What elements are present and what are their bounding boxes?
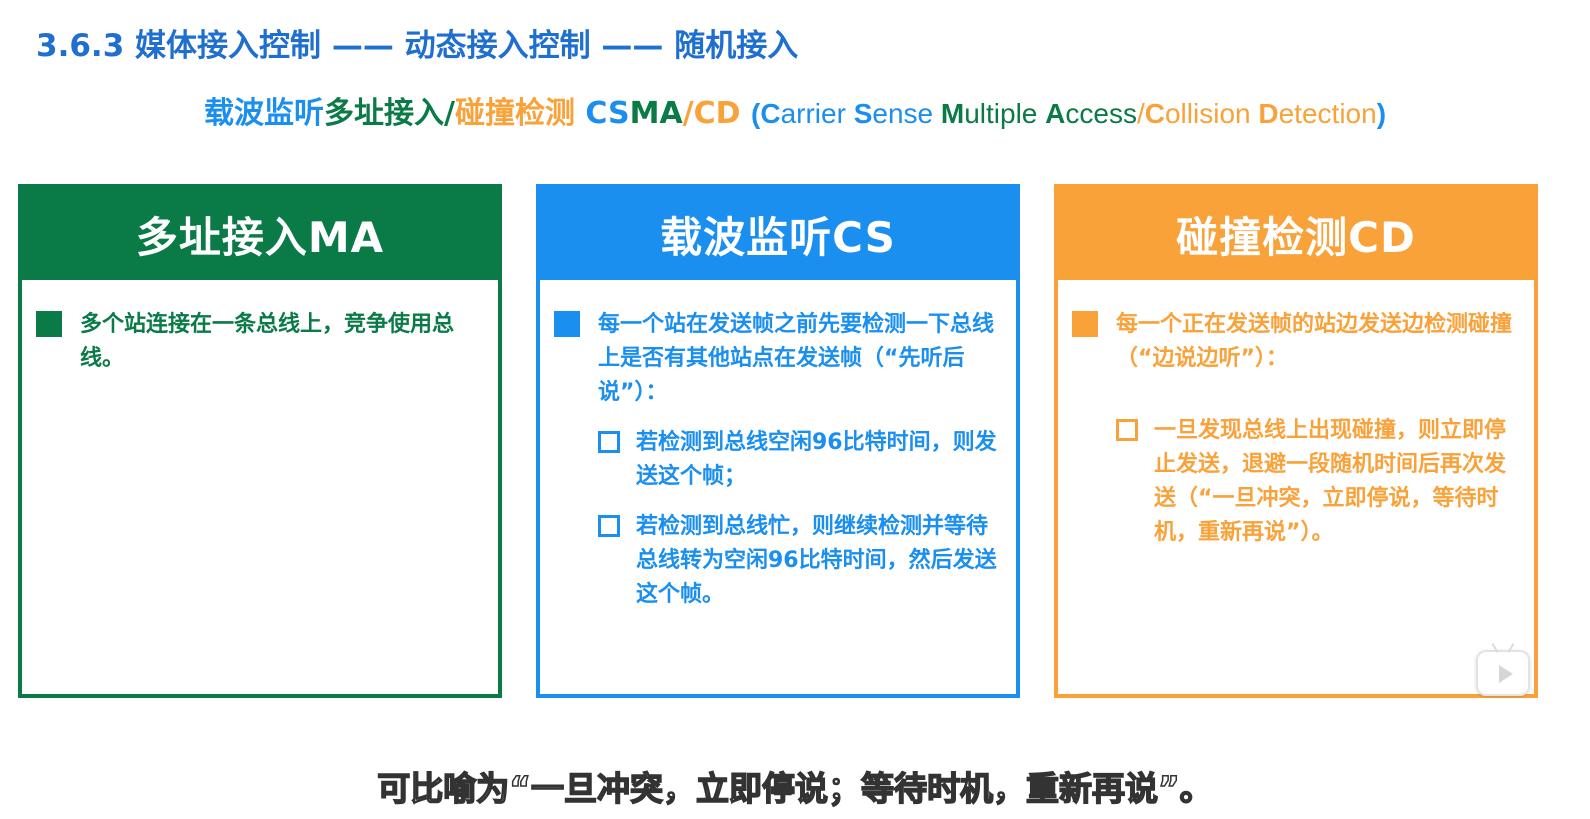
filled-square-bullet-icon — [1072, 311, 1098, 337]
subtitle-slash: / — [682, 96, 694, 131]
slide-title: 3.6.3 媒体接入控制 —— 动态接入控制 —— 随机接入 — [36, 28, 799, 64]
subtitle-word: etection — [1278, 98, 1377, 129]
bullet-text: 多个站连接在一条总线上，竞争使用总线。 — [80, 312, 455, 371]
card-multiple-access: 多址接入MA 多个站连接在一条总线上，竞争使用总线。 — [18, 184, 502, 698]
subtitle-abbr-cs: CS — [585, 96, 630, 131]
hollow-square-bullet-icon — [598, 431, 620, 453]
subtitle-cn-cs: 载波监听 — [203, 96, 324, 131]
bullet-item: 每一个正在发送帧的站边发送边检测碰撞（“边说边听”）： — [1072, 308, 1520, 376]
card-header: 碰撞检测CD — [1058, 188, 1534, 280]
subtitle-abbr-ma: MA — [629, 96, 683, 131]
slide-subtitle: 载波监听多址接入/碰撞检测 CSMA/CD (Carrier Sense Mul… — [0, 88, 1590, 132]
subtitle-word: ense — [872, 98, 941, 129]
subtitle-slash: / — [1136, 98, 1145, 129]
card-body: 多个站连接在一条总线上，竞争使用总线。 — [22, 280, 498, 376]
subtitle-letter: M — [940, 98, 965, 129]
card-body: 每一个站在发送帧之前先要检测一下总线上是否有其他站点在发送帧（“先听后说”）： … — [540, 280, 1016, 612]
subtitle-cn-cd: 碰撞检测 — [454, 96, 575, 131]
sub-bullet-item: 若检测到总线空闲96比特时间，则发送这个帧； — [598, 426, 1002, 494]
video-caption: 可比喻为“一旦冲突，立即停说；等待时机，重新再说”。 — [377, 768, 1214, 809]
subtitle-word: arrier — [780, 98, 854, 129]
subtitle-letter: C — [1144, 98, 1165, 129]
filled-square-bullet-icon — [554, 311, 580, 337]
bullet-text: 每一个正在发送帧的站边发送边检测碰撞（“边说边听”）： — [1116, 312, 1513, 371]
subtitle-word: ultiple — [964, 98, 1046, 129]
card-header: 多址接入MA — [22, 188, 498, 280]
subtitle-slash: / — [443, 96, 455, 131]
play-icon — [1499, 665, 1513, 683]
sub-bullet-text: 若检测到总线空闲96比特时间，则发送这个帧； — [636, 430, 997, 489]
subtitle-word: ccess — [1065, 98, 1137, 129]
subtitle-paren: ) — [1376, 98, 1387, 129]
bullet-item: 每一个站在发送帧之前先要检测一下总线上是否有其他站点在发送帧（“先听后说”）： — [554, 308, 1002, 410]
card-carrier-sense: 载波监听CS 每一个站在发送帧之前先要检测一下总线上是否有其他站点在发送帧（“先… — [536, 184, 1020, 698]
card-header: 载波监听CS — [540, 188, 1016, 280]
subtitle-letter: C — [760, 98, 781, 129]
subtitle-english: (Carrier Sense Multiple Access/Collision… — [751, 98, 1386, 129]
subtitle-abbr-cd: CD — [693, 96, 741, 131]
hollow-square-bullet-icon — [1116, 419, 1138, 441]
subtitle-word: ollision — [1164, 98, 1259, 129]
hollow-square-bullet-icon — [598, 515, 620, 537]
subtitle-cn-ma: 多址接入 — [323, 96, 444, 131]
subtitle-letter: A — [1045, 98, 1066, 129]
bullet-item: 多个站连接在一条总线上，竞争使用总线。 — [36, 308, 484, 376]
card-collision-detection: 碰撞检测CD 每一个正在发送帧的站边发送边检测碰撞（“边说边听”）： 一旦发现总… — [1054, 184, 1538, 698]
sub-bullet-item: 若检测到总线忙，则继续检测并等待总线转为空闲96比特时间，然后发送这个帧。 — [598, 510, 1002, 612]
tv-play-icon[interactable] — [1476, 650, 1530, 696]
subtitle-letter: S — [853, 98, 873, 129]
card-body: 每一个正在发送帧的站边发送边检测碰撞（“边说边听”）： 一旦发现总线上出现碰撞，… — [1058, 280, 1534, 550]
sub-bullet-text: 一旦发现总线上出现碰撞，则立即停止发送，退避一段随机时间后再次发送（“一旦冲突，… — [1154, 418, 1507, 545]
bullet-text: 每一个站在发送帧之前先要检测一下总线上是否有其他站点在发送帧（“先听后说”）： — [598, 312, 995, 405]
sub-bullet-text: 若检测到总线忙，则继续检测并等待总线转为空闲96比特时间，然后发送这个帧。 — [636, 514, 997, 607]
subtitle-paren: ( — [751, 98, 761, 129]
subtitle-letter: D — [1258, 98, 1279, 129]
filled-square-bullet-icon — [36, 311, 62, 337]
sub-bullet-item: 一旦发现总线上出现碰撞，则立即停止发送，退避一段随机时间后再次发送（“一旦冲突，… — [1116, 414, 1520, 550]
